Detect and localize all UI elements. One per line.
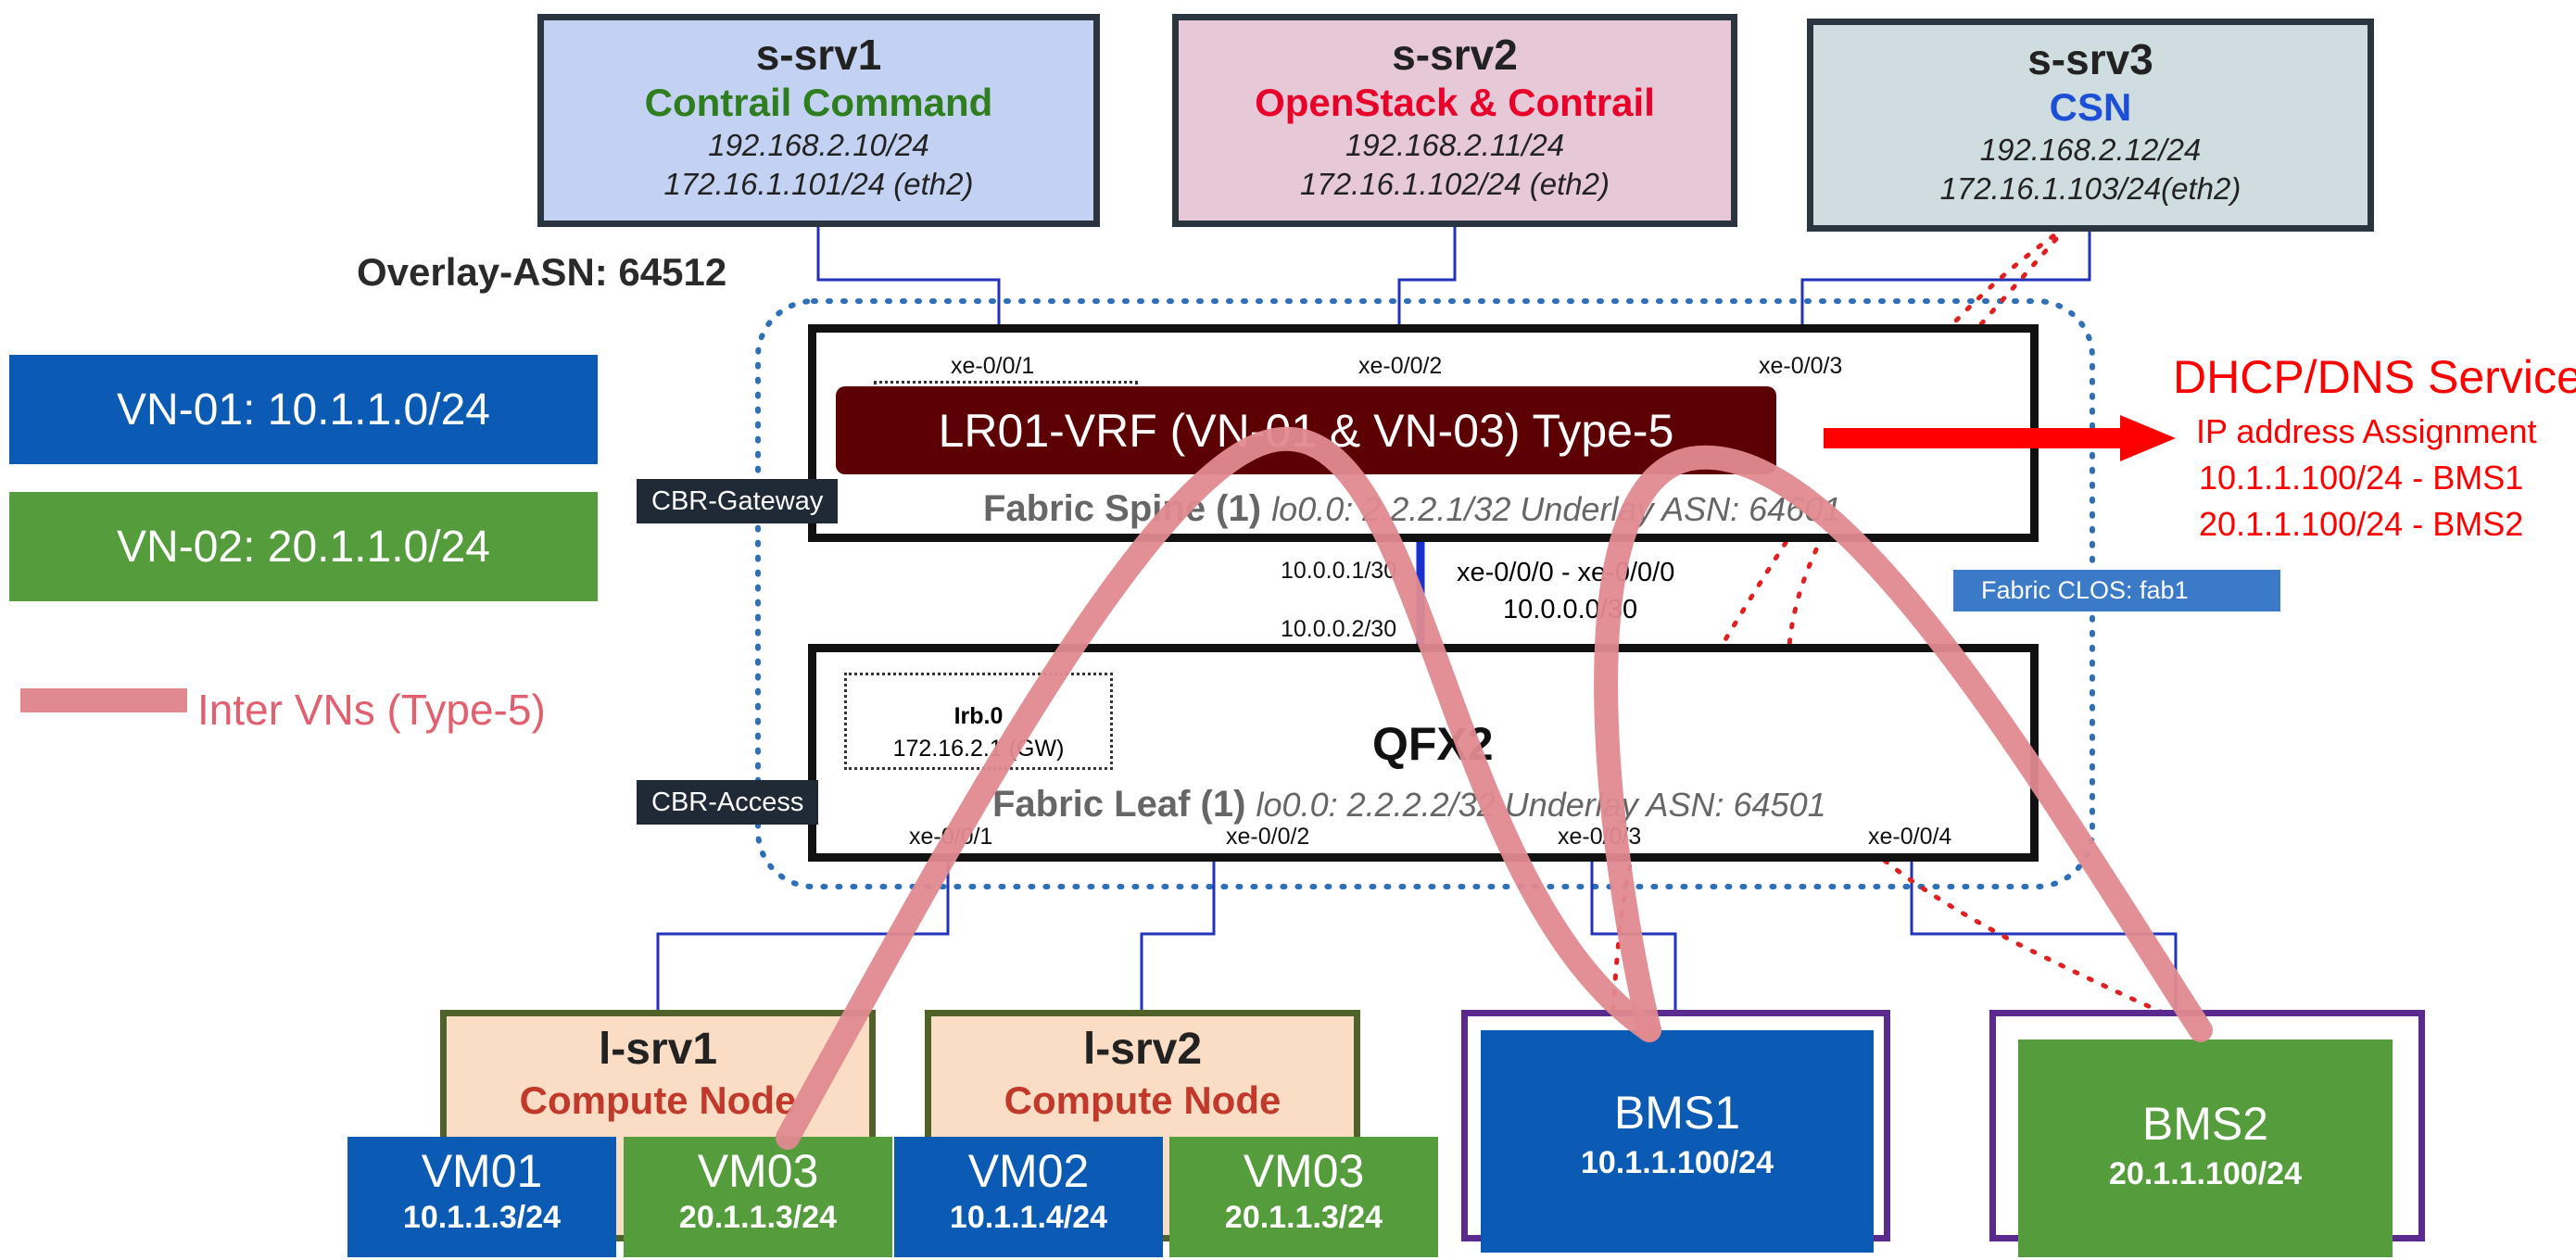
dhcp-line-1: IP address Assignment [2196, 412, 2537, 450]
overlay-asn-label: Overlay-ASN: 64512 [357, 250, 727, 294]
link-ssrv1-spine [816, 227, 1001, 326]
server-ip-1: 192.168.2.12/24 [1979, 132, 2202, 167]
link-leaf-lsrv2 [1140, 859, 1216, 1012]
irb-box: Irb.0 172.16.2.1 (GW) [844, 673, 1113, 770]
bms-ip: 10.1.1.100/24 [1581, 1145, 1774, 1180]
dhcp-title: DHCP/DNS Service [2173, 351, 2576, 403]
vm-ip: 10.1.1.3/24 [402, 1200, 562, 1235]
link-ip-b: 10.0.0.2/30 [1281, 616, 1397, 642]
bms-name: BMS1 [1613, 1087, 1741, 1139]
cbr-gateway-tag: CBR-Gateway [637, 479, 839, 523]
vm-ip: 20.1.1.3/24 [1224, 1200, 1383, 1235]
leaf-label-bold: Fabric Leaf (1) [992, 784, 1246, 825]
server-name: s-srv1 [755, 31, 882, 79]
leaf-port-2: xe-0/0/2 [1226, 824, 1310, 850]
compute-role: Compute Node [1004, 1078, 1282, 1122]
vm-name: VM03 [697, 1145, 819, 1197]
dhcp-line-3: 20.1.1.100/24 - BMS2 [2199, 505, 2524, 543]
dhcp-arrow-icon [1824, 415, 2176, 461]
irb-ip: 172.16.2.1 (GW) [892, 736, 1065, 762]
spine-port-1: xe-0/0/1 [951, 353, 1035, 379]
link-port-pair: xe-0/0/0 - xe-0/0/0 [1457, 558, 1675, 587]
type5-route-vm03-bms1 [776, 426, 1661, 1150]
server-ip-1: 192.168.2.10/24 [708, 128, 929, 162]
vm-vm01: VM01 10.1.1.3/24 [347, 1137, 616, 1257]
server-name: s-srv3 [2027, 35, 2153, 83]
spine-port-2: xe-0/0/2 [1358, 353, 1443, 379]
vm-vm03-b: VM03 20.1.1.3/24 [1169, 1137, 1438, 1257]
spine-label-bold: Fabric Spine (1) [983, 488, 1262, 529]
server-role: CSN [2049, 85, 2132, 129]
vm-name: VM01 [421, 1145, 543, 1197]
bms-bms2: BMS2 20.1.1.100/24 [2018, 1040, 2393, 1257]
link-ssrv3-spine [1800, 232, 2091, 326]
fabric-clos-label: Fabric CLOS: fab1 [1953, 570, 2280, 611]
link-ssrv2-spine [1397, 227, 1457, 326]
type5-route-bms1-bms2 [1594, 445, 2213, 1042]
server-role: OpenStack & Contrail [1255, 81, 1655, 124]
server-role: Contrail Command [644, 81, 993, 124]
server-name: s-srv2 [1392, 31, 1518, 79]
dhcp-line-2: 10.1.1.100/24 - BMS1 [2199, 459, 2524, 497]
spine-port-3: xe-0/0/3 [1759, 353, 1843, 379]
vm-vm03-a: VM03 20.1.1.3/24 [624, 1137, 892, 1257]
server-ip-2: 172.16.1.103/24(eth2) [1939, 171, 2241, 206]
vm-ip: 20.1.1.3/24 [678, 1200, 838, 1235]
legend-type5-swatch [20, 688, 187, 712]
vm-name: VM03 [1243, 1145, 1365, 1197]
fabric-boundary [755, 298, 2095, 889]
vm-ip: 10.1.1.4/24 [949, 1200, 1108, 1235]
legend-vn-01: VN-01: 10.1.1.0/24 [9, 355, 598, 464]
server-s-srv3: s-srv3 CSN 192.168.2.12/24 172.16.1.103/… [1807, 19, 2374, 232]
compute-name: l-srv2 [1082, 1025, 1203, 1074]
irb-title: Irb.0 [953, 703, 1004, 729]
bms-bms1: BMS1 10.1.1.100/24 [1481, 1030, 1874, 1253]
bms-name: BMS2 [2141, 1098, 2269, 1150]
server-ip-2: 172.16.1.101/24 (eth2) [663, 167, 974, 201]
server-s-srv1: s-srv1 Contrail Command 192.168.2.10/24 … [537, 14, 1100, 227]
legend-type5-label: Inter VNs (Type-5) [197, 686, 546, 734]
legend-vn-02: VN-02: 20.1.1.0/24 [9, 492, 598, 601]
link-leaf-lsrv1 [656, 859, 950, 1012]
vm-vm02: VM02 10.1.1.4/24 [894, 1137, 1163, 1257]
server-s-srv2: s-srv2 OpenStack & Contrail 192.168.2.11… [1172, 14, 1737, 227]
vm-name: VM02 [967, 1145, 1090, 1197]
compute-role: Compute Node [519, 1078, 797, 1122]
leaf-label: Fabric Leaf (1) lo0.0: 2.2.2.2/32 Underl… [992, 784, 1826, 825]
link-ip-a: 10.0.0.1/30 [1281, 558, 1397, 584]
server-ip-1: 192.168.2.11/24 [1345, 128, 1565, 162]
bms-ip: 20.1.1.100/24 [2109, 1156, 2302, 1191]
server-ip-2: 172.16.1.102/24 (eth2) [1300, 167, 1610, 201]
cbr-access-tag: CBR-Access [637, 780, 819, 825]
leaf-port-4: xe-0/0/4 [1868, 824, 1952, 850]
leaf-label-italic: lo0.0: 2.2.2.2/32 Underlay ASN: 64501 [1256, 786, 1826, 824]
compute-name: l-srv1 [598, 1025, 718, 1074]
